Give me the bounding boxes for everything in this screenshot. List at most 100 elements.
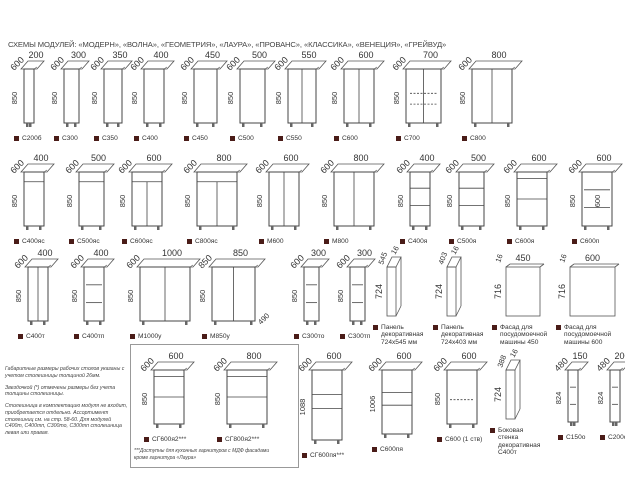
width-dimension: 1000 [162,248,182,258]
leg [584,226,587,230]
module-label: С500 [230,135,285,142]
worktop [20,163,55,173]
module-label: С800 [462,135,532,142]
width-dimension: 600 [168,351,183,361]
module-label: С600 (1 ств) [437,436,497,443]
cabinet-front [103,68,123,124]
worktop [340,60,385,70]
module-label: С150о [558,434,598,441]
height-dimension: 716 [493,284,503,299]
height-dimension: 850 [445,195,454,208]
height-dimension: 824 [596,392,605,405]
worktop [80,258,115,268]
leg [199,226,202,230]
height-dimension: 850 [336,290,345,303]
leg [408,123,411,127]
height-dimension: 850 [70,290,79,303]
width-dimension: 150 [572,351,587,361]
height-dimension: 1088 [298,399,307,416]
module-code: М600 [267,238,284,245]
depth-dimension: 600 [288,253,306,271]
width-dimension: 403 [436,251,449,266]
leg [570,422,573,426]
height-dimension: 850 [140,393,149,406]
thickness-dimension: 16 [508,347,520,359]
cabinet-front [381,369,413,435]
marker-square [217,437,222,442]
module-label: СГ600я2*** [144,436,204,443]
depth-dimension: 600 [334,253,352,271]
depth-dimension: 600 [272,55,290,73]
cabinet-front [458,171,485,227]
width-dimension: 300 [71,50,86,60]
worktop [265,163,310,173]
leg [352,321,355,325]
marker-square [144,437,149,442]
leg [146,123,149,127]
width-dimension: 400 [37,248,52,258]
module-label: С500яс [69,238,124,245]
cabinet-front [446,369,478,425]
module-code: С400тп [82,333,105,340]
width-dimension: 600 [326,351,341,361]
marker-square [372,447,377,452]
width-dimension: 545 [376,251,389,266]
depth-dimension: 600 [12,253,30,271]
panel [386,266,397,317]
marker-square [558,435,563,440]
marker-square [130,334,135,339]
module-label: С800яс [187,238,257,245]
footnote: ***Доступны для кухонных гарнитуров с МД… [134,448,270,461]
marker-square [294,334,299,339]
worktop [150,361,195,371]
marker-square [572,239,577,244]
height-dimension: 850 [14,290,23,303]
width-dimension: 500 [252,50,267,60]
leg [229,424,232,428]
module-label: М800 [324,238,394,245]
worktop [308,361,353,371]
marker-square [69,239,74,244]
leg [542,226,545,230]
height-dimension: 716 [557,284,567,299]
module-label: М1000у [130,333,210,340]
width-dimension: 500 [91,153,106,163]
module-code: С500 [238,135,254,142]
depth-dimension: 600 [88,55,106,73]
leg [507,123,510,127]
marker-square [302,453,307,458]
inner-height-dimension: 600 [593,195,602,208]
module-code: С150о [566,434,586,441]
leg [212,123,215,127]
module-label: С300 [54,135,99,142]
module-label: СГ600пя*** [302,452,362,459]
marker-square [449,239,454,244]
depth-dimension: 600 [128,55,146,73]
leg [242,123,245,127]
leg [306,321,309,325]
worktop [284,60,327,70]
marker-square [74,334,79,339]
